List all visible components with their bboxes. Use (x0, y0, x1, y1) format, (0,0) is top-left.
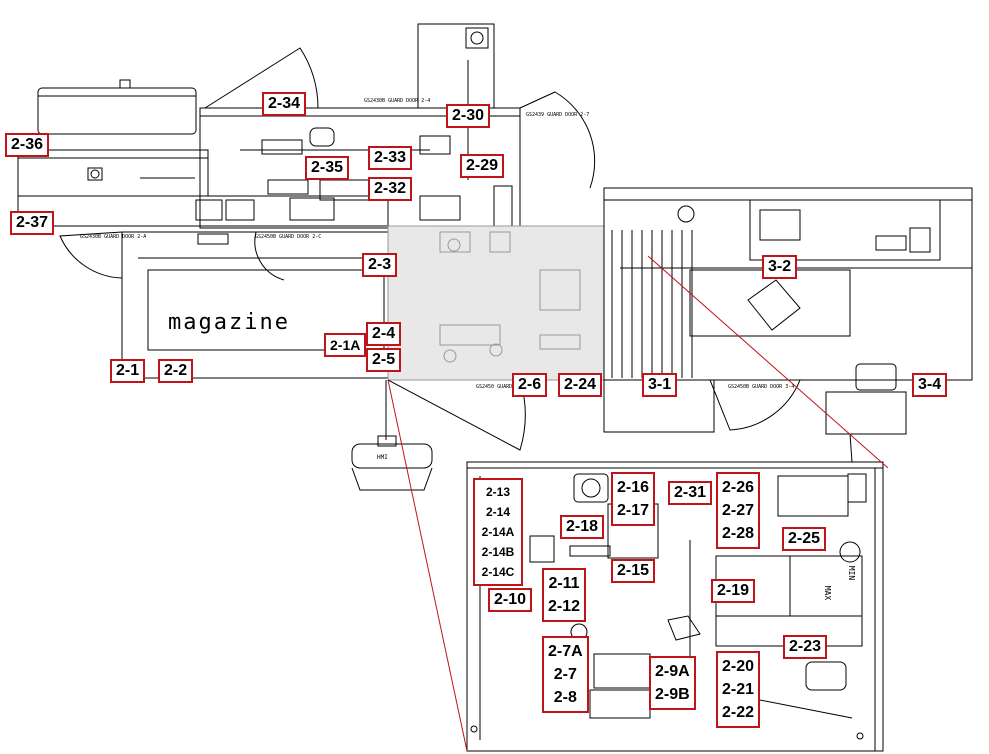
callout-2-4: 2-4 (366, 322, 402, 346)
callout-3-2: 3-2 (762, 255, 798, 279)
callout-2-32: 2-32 (368, 177, 413, 201)
hmi-label: HMI (377, 454, 388, 461)
callout-2-27: 2-27 (722, 502, 755, 519)
callout-2-8: 2-8 (553, 689, 577, 706)
callout-2-37: 2-37 (10, 211, 55, 235)
callout-2-26-group: 2-26 2-27 2-28 (716, 472, 761, 549)
callout-2-10: 2-10 (488, 588, 533, 612)
callout-2-14b: 2-14B (481, 545, 515, 559)
callout-2-20: 2-20 (722, 658, 755, 675)
callout-2-7-group: 2-7A 2-7 2-8 (542, 636, 589, 713)
callout-3-1: 3-1 (642, 373, 678, 397)
callout-2-36: 2-36 (5, 133, 50, 157)
callout-2-6: 2-6 (512, 373, 548, 397)
callout-2-33: 2-33 (368, 146, 413, 170)
guard-door-label: GS2450B GUARD DOOR 3-4 (728, 384, 795, 390)
callout-2-9b: 2-9B (655, 686, 690, 703)
guard-door-label: GS2430B GUARD DOOR 2-4 (364, 98, 431, 104)
callout-2-30: 2-30 (446, 104, 491, 128)
callout-2-9-group: 2-9A 2-9B (649, 656, 696, 710)
guard-door-label: GS2450 GUARD DOOR 2-4 (476, 384, 540, 390)
callout-2-16-group: 2-16 2-17 (611, 472, 656, 526)
callout-3-4: 3-4 (912, 373, 948, 397)
callout-2-12: 2-12 (548, 598, 581, 615)
callout-2-7a: 2-7A (548, 643, 583, 660)
callout-2-35: 2-35 (305, 156, 350, 180)
callout-2-18: 2-18 (560, 515, 605, 539)
callout-2-19: 2-19 (711, 579, 756, 603)
callout-2-34: 2-34 (262, 92, 307, 116)
callout-2-26: 2-26 (722, 479, 755, 496)
guard-door-label: GS2450B GUARD DOOR 2-C (255, 234, 322, 240)
callout-2-17: 2-17 (617, 502, 650, 519)
callout-2-2: 2-2 (158, 359, 194, 383)
callout-2-14c: 2-14C (481, 565, 515, 579)
callout-2-9a: 2-9A (655, 663, 690, 680)
callout-2-3: 2-3 (362, 253, 398, 277)
callout-2-29: 2-29 (460, 154, 505, 178)
callout-2-22: 2-22 (722, 704, 755, 721)
guard-door-label: GS2439 GUARD DOOR 2-7 (526, 112, 590, 118)
callout-2-13: 2-13 (485, 485, 511, 499)
callout-2-15: 2-15 (611, 559, 656, 583)
callout-2-11-group: 2-11 2-12 (542, 568, 587, 622)
callout-2-23: 2-23 (783, 635, 828, 659)
callout-2-16: 2-16 (617, 479, 650, 496)
guard-door-label: GS2430B GUARD DOOR 2-A (80, 234, 147, 240)
callout-2-21: 2-21 (722, 681, 755, 698)
callout-2-7: 2-7 (553, 666, 577, 683)
callout-2-20-group: 2-20 2-21 2-22 (716, 651, 761, 728)
magazine-label: magazine (168, 310, 290, 335)
callout-2-1: 2-1 (110, 359, 146, 383)
callout-2-24: 2-24 (558, 373, 603, 397)
callout-2-5: 2-5 (366, 348, 402, 372)
callout-2-25: 2-25 (782, 527, 827, 551)
min-label: MIN (847, 565, 857, 581)
max-label: MAX (823, 585, 833, 601)
callout-2-14a: 2-14A (481, 525, 515, 539)
callout-2-1a: 2-1A (324, 333, 367, 357)
callout-2-14: 2-14 (485, 505, 511, 519)
callout-2-31: 2-31 (668, 481, 713, 505)
callout-2-28: 2-28 (722, 525, 755, 542)
callout-2-13-group: 2-13 2-14 2-14A 2-14B 2-14C (473, 478, 523, 586)
callout-2-11: 2-11 (548, 575, 580, 592)
